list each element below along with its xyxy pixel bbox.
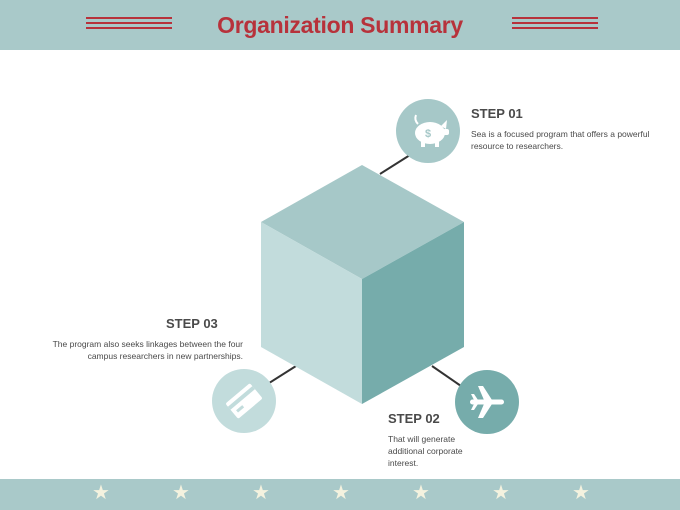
header-stripes-left: [86, 17, 172, 33]
cube-left-face: [261, 222, 362, 404]
connector-step-01: [379, 154, 411, 175]
star-icon: ★: [572, 482, 590, 504]
cube-top-face: [261, 165, 464, 279]
cube-right-face: [362, 222, 464, 404]
svg-text:$: $: [425, 128, 431, 140]
page-title: Organization Summary: [217, 12, 463, 38]
star-icon: ★: [332, 482, 350, 504]
connector-step-03: [265, 365, 297, 386]
footer-band: [0, 479, 680, 510]
star-icon: ★: [252, 482, 270, 504]
connector-step-02: [431, 365, 462, 387]
step-03-text: The program also seeks linkages between …: [52, 339, 243, 361]
airplane-icon: [470, 386, 504, 418]
star-icon: ★: [492, 482, 510, 504]
step-01-text: Sea is a focused program that offers a p…: [471, 129, 650, 151]
step-02-text: That will generate additional corporate …: [388, 434, 463, 468]
piggy-bank-icon: $: [414, 114, 449, 147]
step-02-title: STEP 02: [388, 411, 440, 426]
star-icon: ★: [412, 482, 430, 504]
header-stripes-right: [512, 17, 598, 33]
header-band: [0, 0, 680, 50]
step-03-title: STEP 03: [166, 316, 218, 331]
step-01-title: STEP 01: [471, 106, 523, 121]
star-icon: ★: [172, 482, 190, 504]
credit-card-icon: [226, 383, 262, 419]
star-icon: ★: [92, 482, 110, 504]
